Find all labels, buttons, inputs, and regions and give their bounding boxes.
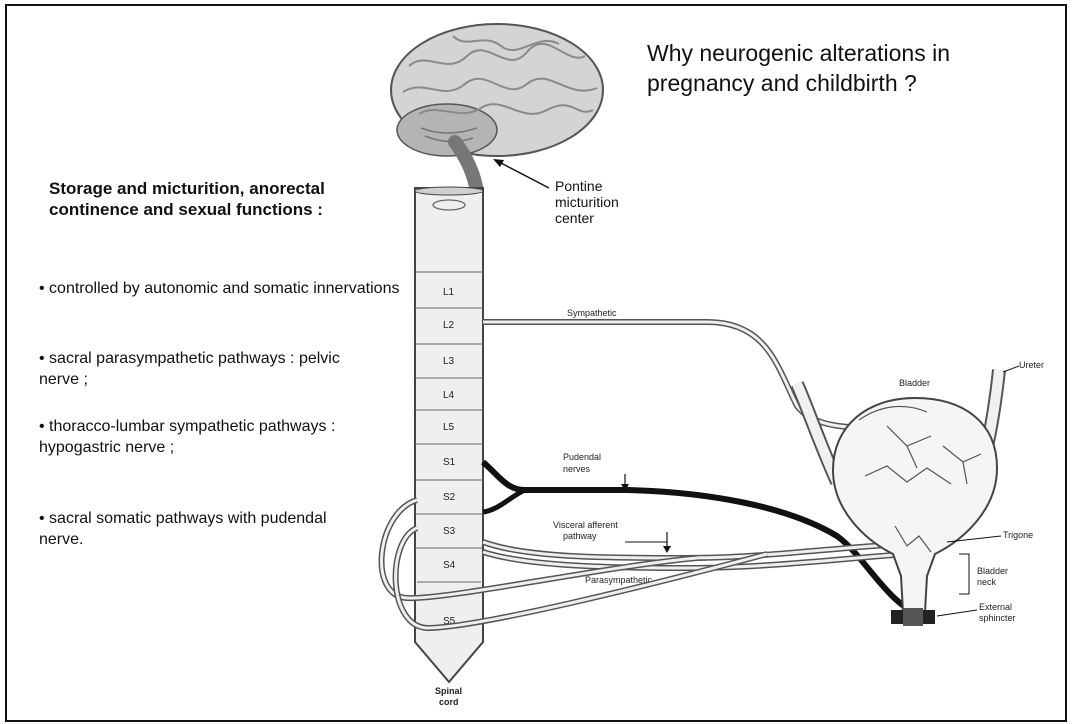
neuro-anatomy-diagram: L1 L2 L3 L4 L5 S1 S2 S3 S4 S5 Spinal cor… bbox=[7, 6, 1065, 720]
segment-label-l4: L4 bbox=[443, 390, 455, 401]
pudendal-label-2: nerves bbox=[563, 464, 591, 474]
pontine-pointer-arrow bbox=[493, 159, 549, 188]
external-sphincter-label-2: sphincter bbox=[979, 613, 1016, 623]
segment-label-l2: L2 bbox=[443, 320, 455, 331]
spinal-cord bbox=[415, 187, 483, 682]
bladder-label: Bladder bbox=[899, 378, 930, 388]
segment-label-s2: S2 bbox=[443, 492, 456, 503]
slide: Why neurogenic alterations in pregnancy … bbox=[5, 4, 1067, 722]
spinal-cord-label-1: Spinal bbox=[435, 686, 462, 696]
pudendal-label-1: Pudendal bbox=[563, 452, 601, 462]
segment-label-l5: L5 bbox=[443, 422, 455, 433]
trigone-label: Trigone bbox=[1003, 530, 1033, 540]
segment-label-l1: L1 bbox=[443, 287, 455, 298]
external-sphincter-label-1: External bbox=[979, 602, 1012, 612]
segment-label-l3: L3 bbox=[443, 356, 455, 367]
sympathetic-label: Sympathetic bbox=[567, 308, 617, 318]
bladder-neck-label-1: Bladder bbox=[977, 566, 1008, 576]
bladder-neck-label-2: neck bbox=[977, 577, 997, 587]
segment-label-s4: S4 bbox=[443, 560, 456, 571]
visceral-label-2: pathway bbox=[563, 531, 597, 541]
spinal-cord-label-2: cord bbox=[439, 697, 459, 707]
ureter-label: Ureter bbox=[1019, 360, 1044, 370]
segment-label-s3: S3 bbox=[443, 526, 456, 537]
segment-label-s1: S1 bbox=[443, 457, 456, 468]
brain-illustration bbox=[391, 24, 603, 192]
sympathetic-nerve bbox=[483, 322, 887, 427]
bladder bbox=[833, 398, 997, 612]
visceral-label-1: Visceral afferent bbox=[553, 520, 618, 530]
